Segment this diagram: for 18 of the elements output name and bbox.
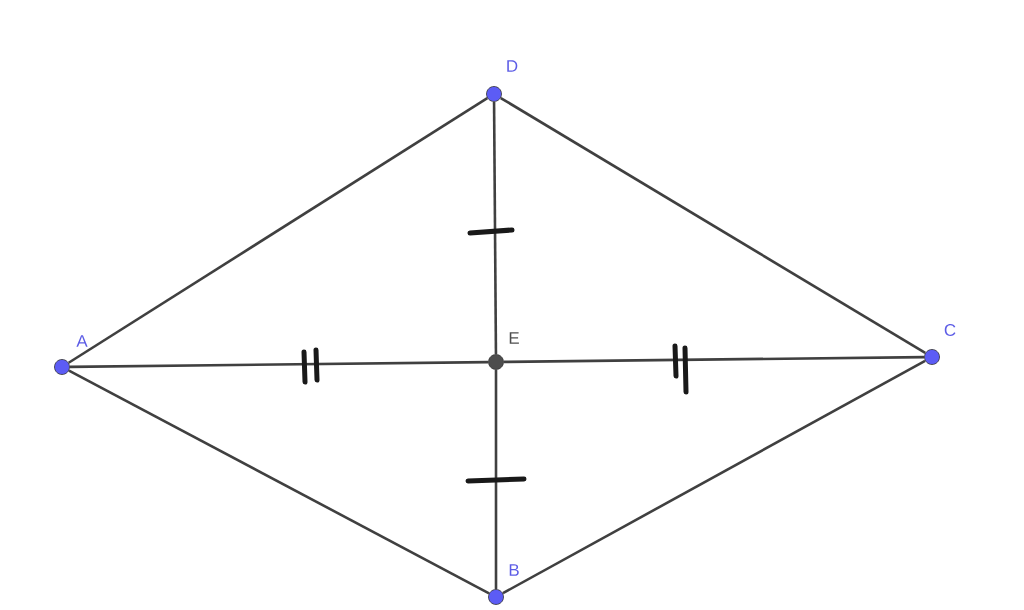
line-segment (494, 369, 498, 590)
line-segment (69, 360, 489, 369)
point: B (488, 564, 519, 605)
point: D (486, 60, 518, 102)
point: C (924, 324, 956, 365)
node-label: A (76, 335, 88, 347)
node-label: C (944, 323, 956, 336)
line-segment (68, 97, 489, 364)
line-segment (500, 96, 926, 355)
node-label: E (509, 332, 519, 344)
node-label: D (507, 60, 518, 72)
point: E (488, 332, 519, 370)
node-label: B (509, 564, 519, 576)
line-segment (502, 359, 926, 595)
line-segment (492, 101, 498, 355)
line-segment (503, 355, 925, 364)
line-segment (68, 369, 490, 595)
point: A (54, 335, 88, 375)
